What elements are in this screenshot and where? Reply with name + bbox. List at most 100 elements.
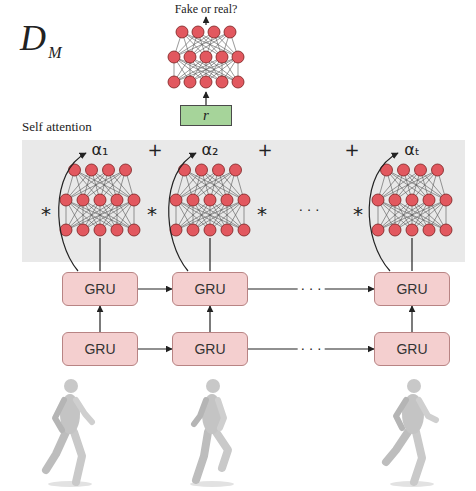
net-link [176,200,227,230]
figure-head [407,379,421,393]
gru-cell: GRU [62,272,138,306]
flow-arrow [99,306,100,332]
gru-cell: GRU [374,332,450,366]
net-link [193,200,244,230]
ellipsis: · · · [299,204,320,217]
net-link [378,200,429,230]
net-neuron [406,224,418,236]
net-neuron [69,164,81,176]
neural-net-icon [60,164,140,236]
attention-panel: Self attention [22,140,465,262]
net-neuron [94,224,106,236]
net-neuron [128,224,140,236]
layout-arrows [59,17,412,271]
box-label: GRU [396,341,427,357]
feature-line [209,238,210,271]
figure-leg [46,432,66,470]
net-neuron [372,224,384,236]
net-neuron [423,224,435,236]
attention-arrow [59,153,86,271]
net-link [83,200,134,230]
net-neuron [179,164,191,176]
sum-sign: + [344,141,359,159]
figure-leg [414,432,422,482]
net-neuron [389,224,401,236]
attention-panel-ground [22,140,465,262]
net-link [395,200,446,230]
box-label: GRU [84,281,115,297]
box-label: GRU [84,341,115,357]
human-figure [386,379,436,487]
net-neuron [204,224,216,236]
box-label: r [203,107,209,124]
net-neuron [224,26,236,38]
figure-shadow [48,481,92,487]
net-neuron [60,194,72,206]
net-neuron [94,194,106,206]
figure-head [64,379,78,393]
attention-weight: α₁ [92,142,109,158]
attention-weight: α₂ [202,142,219,158]
figure-leg [386,432,408,462]
net-neuron [398,164,410,176]
net-link [66,200,117,230]
net-neuron [192,26,204,38]
sum-sign: + [257,141,272,159]
figure-arm [396,400,406,428]
net-neuron [204,194,216,206]
attention-weight: αₜ [404,142,419,158]
figure-arm [218,400,224,428]
net-link [193,200,244,230]
multiply-sign: * [147,204,157,224]
discriminator-subscript: M [48,45,61,61]
net-link [190,57,238,82]
net-neuron [238,194,250,206]
net-neuron [86,164,98,176]
net-link [83,200,134,230]
net-neuron [221,224,233,236]
net-neuron [187,194,199,206]
net-neuron [184,51,196,63]
net-neuron [196,164,208,176]
neural-net-icon [372,164,452,236]
attention-arrow [369,153,398,271]
box-label: GRU [194,341,225,357]
human-figure [190,379,234,487]
net-neuron [208,26,220,38]
figure-arm [55,400,64,430]
net-neuron [120,164,132,176]
net-neuron [221,194,233,206]
net-neuron [213,164,225,176]
net-neuron [423,194,435,206]
edge-label: · · · [298,283,325,296]
sum-sign: + [147,141,162,159]
feature-line [411,238,412,271]
human-figure [46,379,92,487]
net-link [190,57,238,82]
net-neuron [170,194,182,206]
net-neuron [232,51,244,63]
output-question: Fake or real? [175,3,238,15]
multiply-sign: * [353,204,363,224]
gru-cell: GRU [374,272,450,306]
net-link [176,200,227,230]
net-neuron [415,164,427,176]
net-neuron [200,76,212,88]
figure-arm [76,400,92,422]
figure-leg [74,432,82,482]
figure-head [206,379,220,393]
figure-arm [194,400,206,424]
gru-cell: GRU [62,332,138,366]
figure-leg [196,432,208,480]
net-neuron [230,164,242,176]
gru-cell: GRU [172,272,248,306]
net-neuron [440,194,452,206]
readout-box: r [180,105,232,126]
net-neuron [111,194,123,206]
box-label: GRU [396,281,427,297]
net-neuron [60,224,72,236]
panel-heading: Self attention [22,119,92,135]
box-label: GRU [194,281,225,297]
net-neuron [170,224,182,236]
